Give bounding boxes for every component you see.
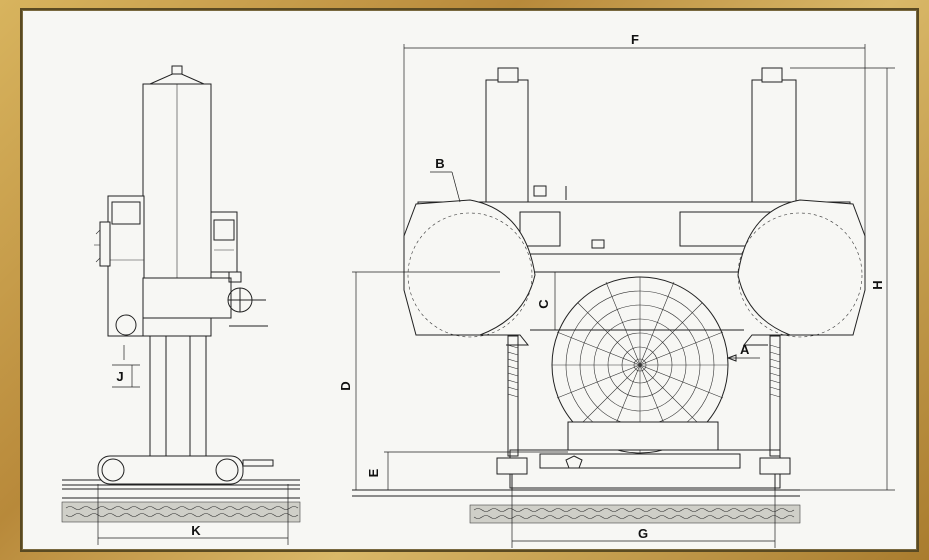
ground-left	[61, 479, 301, 523]
leader-B: B	[430, 156, 461, 203]
label-G: G	[638, 526, 648, 541]
dimension-K: K	[97, 484, 289, 545]
dimension-G: G	[511, 490, 776, 548]
motor-block	[107, 195, 145, 337]
tower-right	[751, 79, 797, 203]
motor-right	[210, 211, 238, 273]
tower-left	[485, 79, 529, 203]
ground-right	[352, 489, 801, 524]
column-left	[149, 334, 167, 457]
label-K: K	[191, 523, 201, 538]
foot-left	[496, 457, 528, 491]
carriage	[97, 455, 244, 485]
handwheel-side	[99, 221, 111, 267]
label-E: E	[366, 468, 381, 477]
label-C: C	[536, 299, 551, 309]
label-F: F	[631, 32, 639, 47]
column-right	[189, 334, 207, 457]
label-B: B	[435, 156, 444, 171]
dimension-C: C	[536, 272, 570, 331]
side-view: J K	[61, 65, 301, 545]
label-H: H	[870, 280, 885, 289]
front-view: F H D E C	[338, 32, 895, 548]
dimension-E: E	[366, 451, 568, 490]
label-A: A	[740, 342, 750, 357]
log	[551, 276, 729, 454]
screw-right	[769, 335, 781, 457]
dimension-F: F	[403, 32, 866, 236]
dimension-D: D	[338, 271, 500, 491]
saw-head	[142, 277, 232, 319]
foot-right	[759, 457, 791, 491]
label-D: D	[338, 381, 353, 390]
dimension-J: J	[112, 345, 140, 388]
base-rail	[509, 449, 781, 489]
wheel-right	[737, 199, 866, 346]
label-J: J	[116, 369, 123, 384]
leader-A: A	[726, 342, 760, 362]
screw-left	[507, 335, 519, 457]
dimension-H: H	[782, 67, 895, 491]
log-cradle	[567, 421, 719, 451]
crank	[227, 271, 268, 327]
wheel-left	[403, 199, 536, 346]
